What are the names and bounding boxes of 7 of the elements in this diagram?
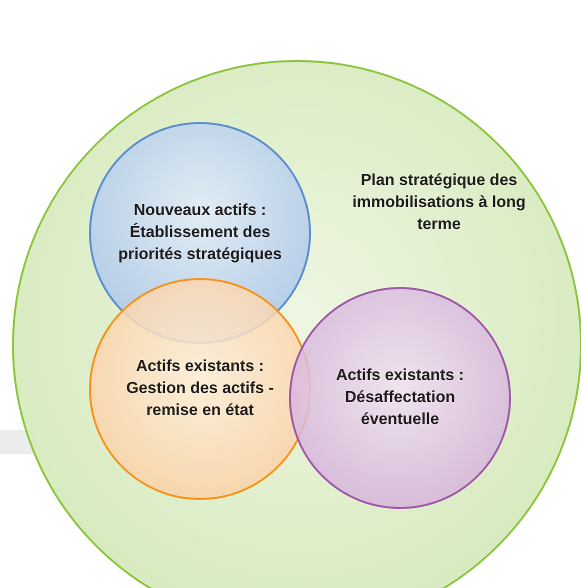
circle-heading: Nouveaux actifs :	[134, 201, 266, 221]
circle-text: Gestion des actifs - remise en état	[125, 379, 275, 421]
circle-heading: Actifs existants :	[136, 357, 264, 377]
circle-heading: Actifs existants :	[336, 366, 464, 386]
circle-text: Désaffectation éventuelle	[344, 388, 456, 430]
circle-text: Établissement des priorités stratégiques	[117, 222, 283, 265]
circle-label: Plan stratégique des immobilisations à long terme	[351, 171, 527, 235]
